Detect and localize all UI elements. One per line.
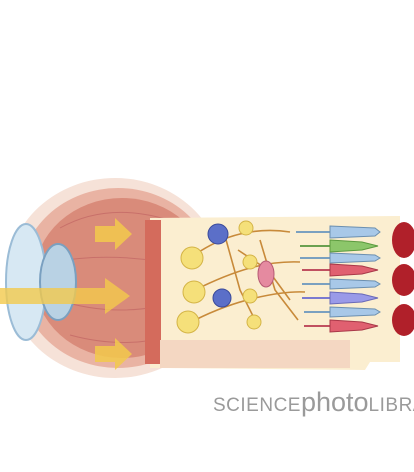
watermark-library: LIBRA bbox=[369, 395, 414, 417]
watermark: SCIENCEphotoLIBRA bbox=[213, 387, 414, 427]
retina-base bbox=[160, 340, 350, 368]
bipolar-cell-icon bbox=[243, 289, 257, 303]
watermark-science: SCIENCE bbox=[213, 395, 301, 417]
pigment-epithelium bbox=[392, 222, 414, 336]
bipolar-cell-icon bbox=[247, 315, 261, 329]
lens bbox=[40, 244, 76, 320]
bipolar-cell-icon bbox=[243, 255, 257, 269]
ganglion-cell-icon bbox=[177, 311, 199, 333]
ganglion-cell-icon bbox=[181, 247, 203, 269]
amacrine-cell-icon bbox=[258, 261, 274, 287]
bipolar-cell-icon bbox=[213, 289, 231, 307]
bipolar-cell-icon bbox=[239, 221, 253, 235]
ganglion-cell-icon bbox=[183, 281, 205, 303]
bipolar-cell-icon bbox=[208, 224, 228, 244]
watermark-photo: photo bbox=[301, 387, 369, 418]
retina-edge bbox=[145, 220, 161, 364]
